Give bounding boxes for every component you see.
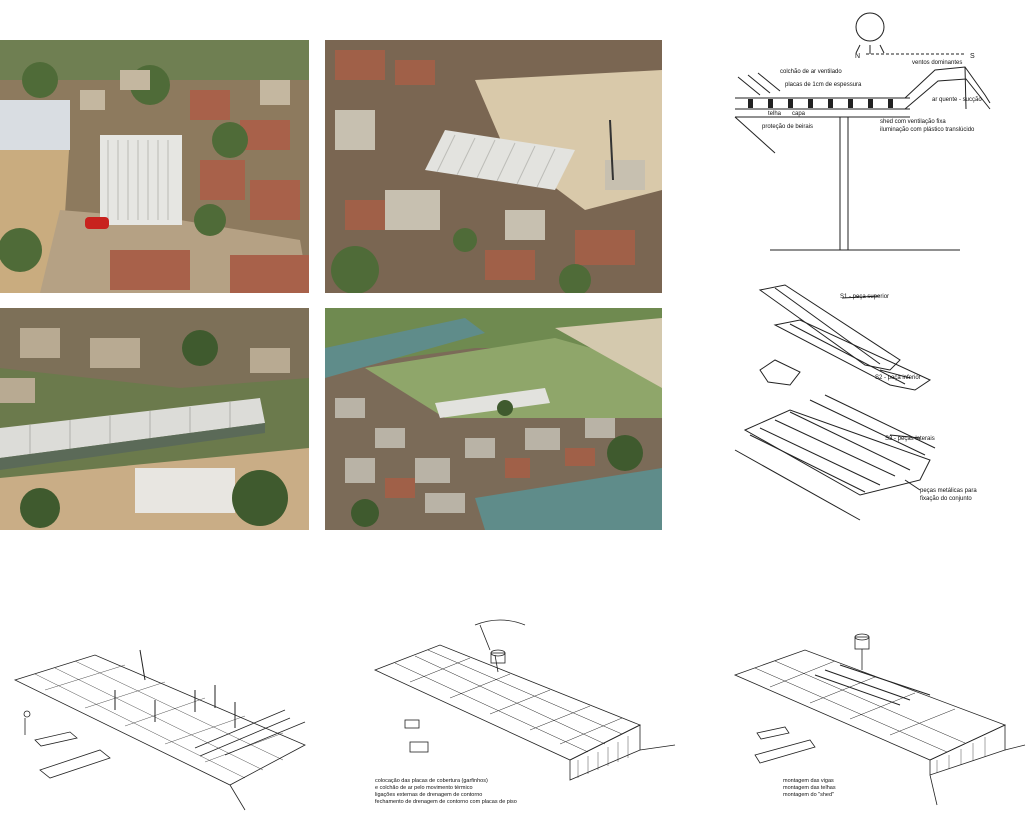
north-label: N (855, 53, 860, 60)
caption-right-line-1: montagem das vigas (783, 778, 834, 784)
caption-right-line-3: montagem do "shed" (783, 792, 834, 798)
caption-right: montagem das vigas montagem das telhas m… (783, 778, 836, 798)
caption-middle-line-3: ligações externas de drenagem de contorn… (375, 792, 482, 798)
exploded-roof-pieces-diagram: S1 - peça superior S2 - peça inferior S3… (730, 280, 1031, 530)
piece-s2 (773, 319, 932, 391)
piece-s1 (758, 284, 901, 371)
piece-s3 (743, 409, 931, 496)
ventilated-mattress-label: colchão de ar ventilado (780, 69, 842, 75)
metal-parts-label-2: fixação do conjunto (920, 496, 972, 502)
roof-section-diagram: N S ventos dominantes colchão de ar vent… (690, 5, 1031, 255)
aerial-photo-school-hillside (0, 308, 309, 530)
aerial-photo-school-field (325, 40, 662, 293)
shed-label: shed com ventilação fixa (880, 119, 946, 125)
s1-label: S1 - peça superior (840, 294, 889, 300)
tile-label: telha (768, 111, 782, 117)
aerial-photo-school-street (0, 40, 309, 293)
caption-middle-line-4: fechamento de drenagem de contorno com p… (375, 799, 517, 805)
sun-icon (855, 12, 885, 42)
caption-right-line-2: montagem das telhas (783, 785, 836, 791)
assembly-drawing-structure (5, 640, 325, 812)
prevailing-winds-label: ventos dominantes (912, 60, 962, 66)
caption-middle-line-2: e colchão de ar pelo movimento térmico (375, 785, 473, 791)
eave-protection-label: proteção de beirais (762, 124, 813, 130)
metal-parts-label-1: peças metálicas para (920, 488, 977, 494)
caption-middle: colocação das placas de cobertura (garfi… (375, 778, 517, 805)
assembly-drawing-shed: montagem das vigas montagem das telhas m… (715, 625, 1031, 812)
caption-middle-line-1: colocação das placas de cobertura (garfi… (375, 778, 488, 784)
s2-label: S2 - peça inferior (875, 375, 921, 381)
lighting-label: iluminação com plástico translúcido (880, 127, 975, 133)
boards-label: placas de 1cm de espessura (785, 82, 862, 88)
assembly-drawing-roof-panels: colocação das placas de cobertura (garfi… (360, 610, 680, 812)
s3-label: S3 - peças laterais (885, 436, 935, 442)
south-label: S (970, 53, 975, 60)
hot-air-exit-label: ar quente - sucção (932, 97, 982, 103)
cap-label: capa (792, 111, 806, 117)
aerial-photo-school-river (325, 308, 662, 530)
